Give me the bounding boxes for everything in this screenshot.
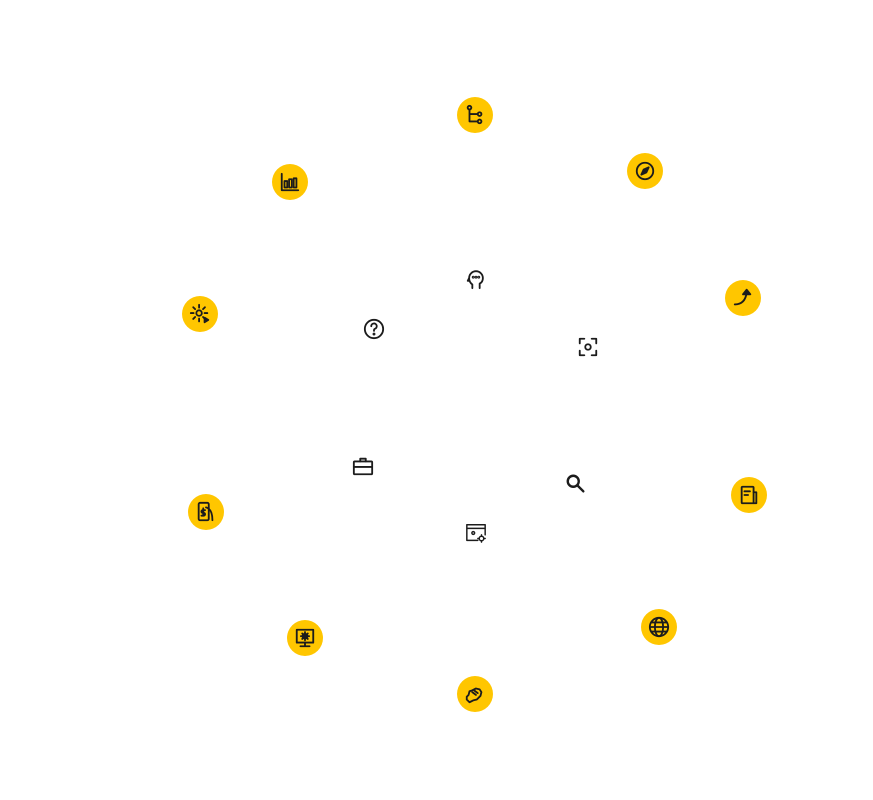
- bar-chart-icon: [280, 172, 300, 192]
- curved-arrow-up-icon: [733, 288, 752, 306]
- briefcase-node: [345, 448, 381, 484]
- app-settings-node: [458, 515, 494, 551]
- compass-icon: [635, 161, 655, 181]
- head-thinking-icon: [466, 270, 484, 290]
- search-icon: [566, 474, 585, 493]
- document-icon: [740, 485, 758, 505]
- globe-node: [641, 609, 677, 645]
- compass-node: [627, 153, 663, 189]
- tree-hierarchy-icon: [466, 104, 483, 125]
- gear-play-node: [182, 296, 218, 332]
- mobile-payment-node: [188, 494, 224, 530]
- handshake-node: [457, 676, 493, 712]
- handshake-icon: [465, 687, 483, 704]
- search-node: [558, 466, 594, 502]
- help-circle-icon: [363, 318, 385, 340]
- app-settings-window-icon: [466, 524, 486, 543]
- head-thinking-node: [458, 261, 494, 297]
- briefcase-icon: [352, 457, 374, 476]
- bar-chart-node: [272, 164, 308, 200]
- document-node: [731, 477, 767, 513]
- curved-arrow-node: [725, 280, 761, 316]
- help-node: [356, 311, 392, 347]
- focus-scan-icon: [578, 337, 598, 357]
- gear-play-icon: [189, 303, 210, 324]
- tree-hierarchy-node: [457, 97, 493, 133]
- monitor-settings-node: [287, 620, 323, 656]
- globe-icon: [648, 616, 670, 638]
- mobile-payment-icon: [197, 501, 214, 522]
- monitor-settings-icon: [295, 628, 315, 648]
- focus-scan-node: [570, 329, 606, 365]
